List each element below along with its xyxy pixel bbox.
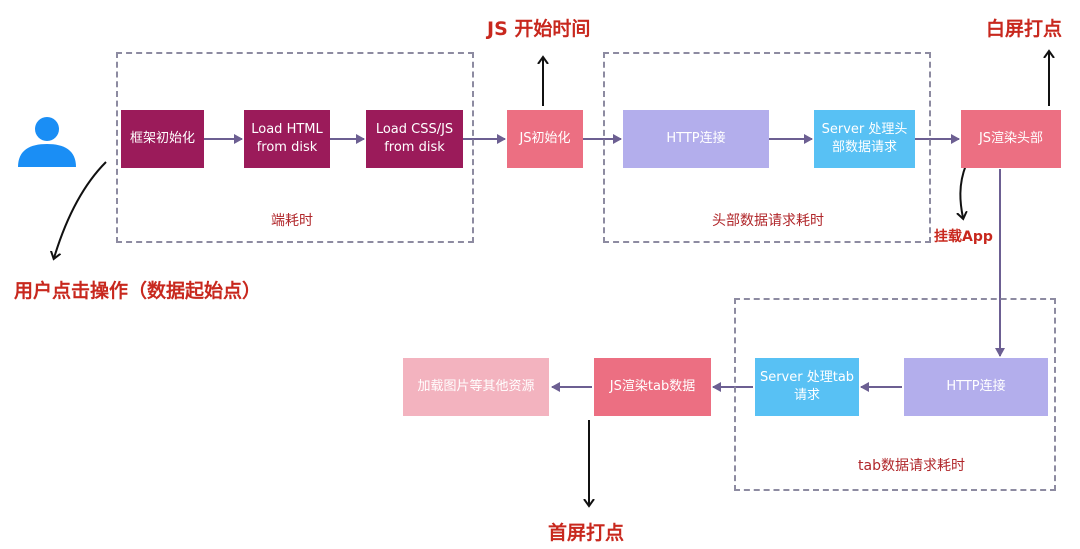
- server-tab-node: Server 处理tab 请求: [755, 358, 859, 416]
- head-request-group: [603, 52, 931, 243]
- load-images-node: 加载图片等其他资源: [403, 358, 549, 416]
- js-init-node: JS初始化: [507, 110, 583, 168]
- js-start-label: JS 开始时间: [487, 18, 591, 40]
- client-group: [116, 52, 474, 243]
- mount-app-label: 挂载App: [934, 229, 993, 245]
- load-cssjs-node: Load CSS/JS from disk: [366, 110, 463, 168]
- load-html-node: Load HTML from disk: [244, 110, 330, 168]
- client-group-label: 端耗时: [271, 213, 313, 229]
- js-render-tab-node: JS渲染tab数据: [594, 358, 711, 416]
- user-click-label: 用户点击操作（数据起始点）: [14, 280, 262, 302]
- tab-request-group-label: tab数据请求耗时: [858, 458, 965, 474]
- js-render-head-node: JS渲染头部: [961, 110, 1061, 168]
- first-screen-label: 首屏打点: [548, 522, 625, 544]
- mount-app-marker-arrow: [960, 164, 966, 218]
- http-head-node: HTTP连接: [623, 110, 769, 168]
- http-tab-node: HTTP连接: [904, 358, 1048, 416]
- user-icon: [18, 117, 76, 167]
- head-request-group-label: 头部数据请求耗时: [712, 213, 824, 229]
- user-click-marker-arrow: [54, 161, 107, 258]
- white-screen-label: 白屏打点: [986, 18, 1063, 40]
- tab-request-group: [734, 298, 1056, 491]
- frame-init-node: 框架初始化: [121, 110, 204, 168]
- server-head-node: Server 处理头部数据请求: [814, 110, 915, 168]
